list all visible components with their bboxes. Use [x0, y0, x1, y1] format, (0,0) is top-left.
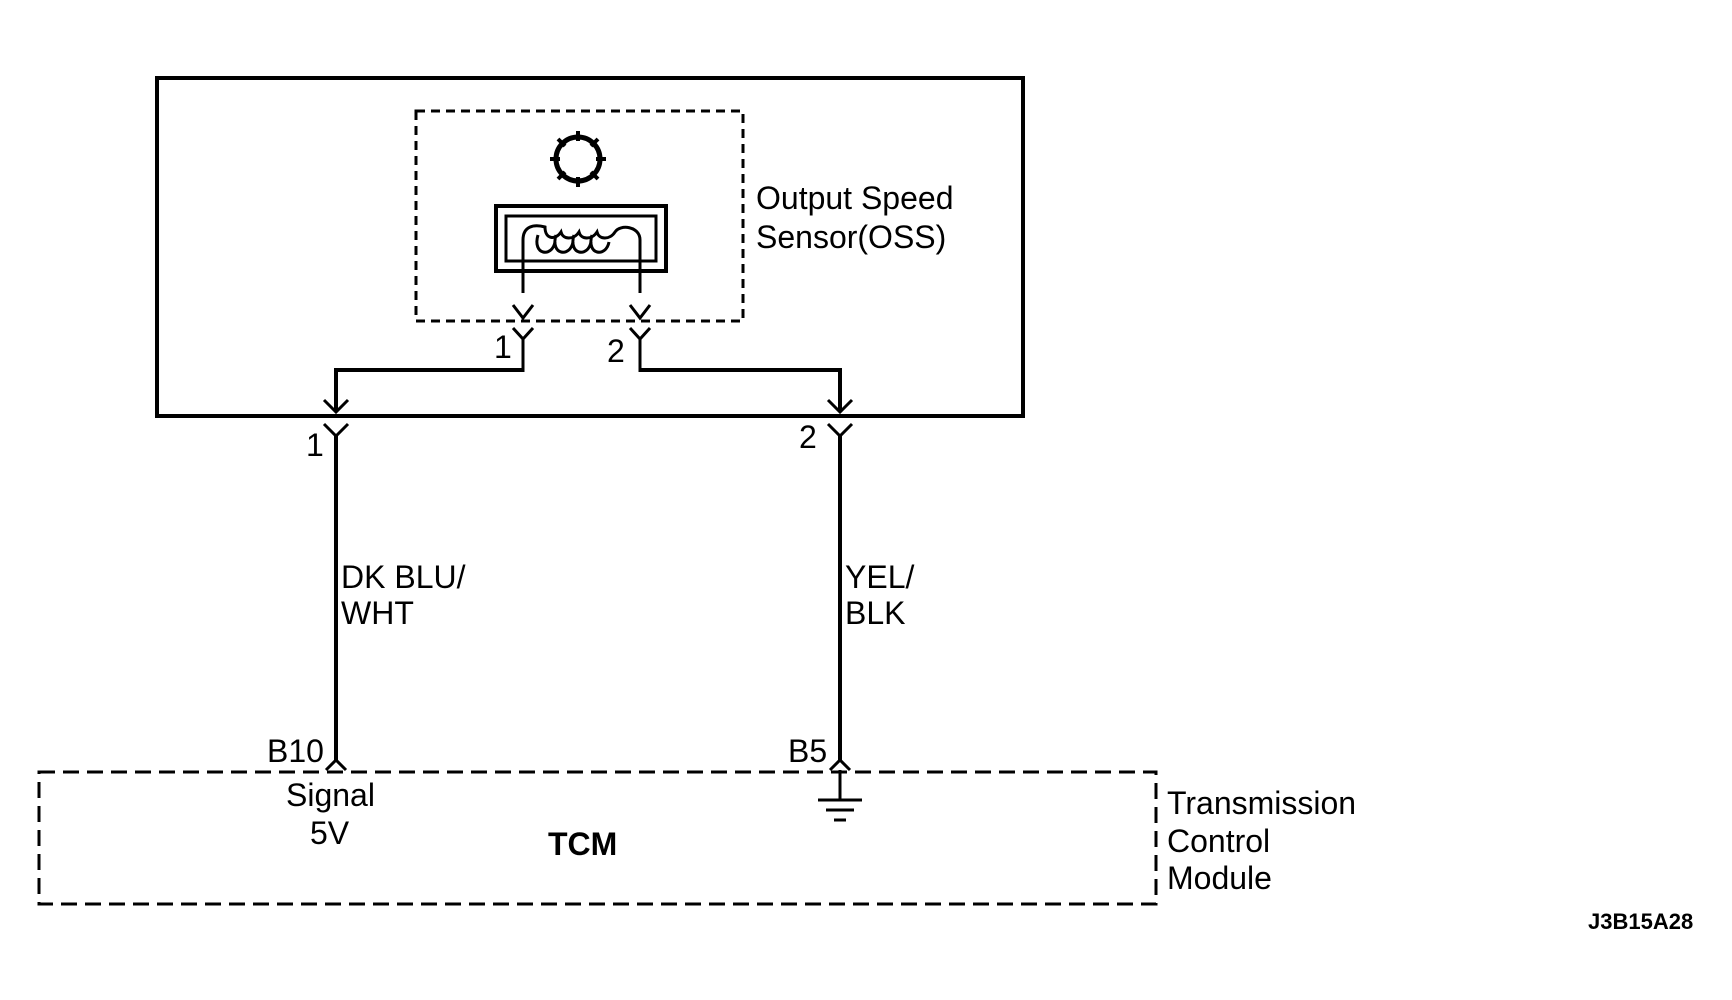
sensor-inner-pin-1: 1 — [494, 329, 512, 365]
sensor-name-line1: Output Speed — [756, 180, 953, 216]
ground-icon — [818, 770, 862, 822]
sensor-coil-icon — [494, 204, 668, 293]
ground-wire-color-line2: BLK — [845, 595, 905, 631]
tcm-abbreviation: TCM — [548, 826, 617, 862]
ground-wire-color-line1: YEL/ — [845, 559, 914, 595]
tcm-terminal-b10: B10 — [267, 733, 324, 769]
reluctor-wheel-icon — [550, 131, 606, 187]
sensor-internal-wiring — [322, 368, 854, 439]
tcm-signal-voltage: 5V — [310, 815, 350, 851]
signal-wire-color-line1: DK BLU/ — [341, 559, 466, 595]
tcm-terminal-b5: B5 — [788, 733, 827, 769]
harness-pin-1: 1 — [306, 427, 324, 463]
tcm-signal-label: Signal — [286, 777, 375, 813]
sensor-inner-pin-2: 2 — [607, 333, 625, 369]
tcm-name-line3: Module — [1167, 860, 1272, 896]
sensor-name-line2: Sensor(OSS) — [756, 219, 946, 255]
signal-wire-color-line2: WHT — [341, 595, 414, 631]
sensor-component-boundary — [414, 109, 745, 323]
tcm-terminal-b5-icon — [828, 757, 852, 772]
tcm-module-boundary — [37, 770, 1158, 906]
figure-code: J3B15A28 — [1588, 909, 1693, 934]
tcm-name-line2: Control — [1167, 823, 1270, 859]
harness-pin-2: 2 — [799, 419, 817, 455]
tcm-terminal-b10-icon — [324, 757, 348, 772]
sensor-inner-connector — [511, 304, 652, 372]
tcm-name-line1: Transmission — [1167, 785, 1356, 821]
sensor-housing-box — [155, 76, 1025, 418]
